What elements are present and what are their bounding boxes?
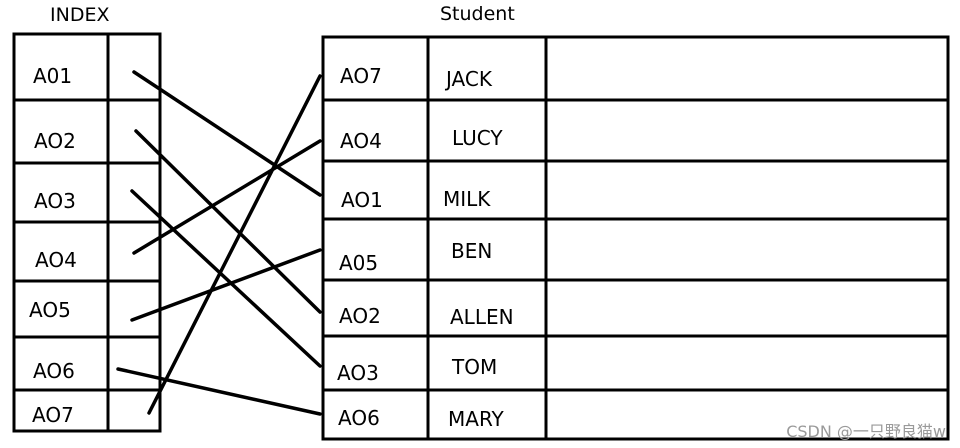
connector-line bbox=[132, 139, 322, 255]
student-name: MARY bbox=[448, 407, 504, 431]
student-id: A05 bbox=[339, 251, 379, 275]
index-key: AO2 bbox=[34, 129, 76, 153]
index-key: AO4 bbox=[35, 248, 77, 272]
student-name: JACK bbox=[446, 67, 492, 91]
index-table-title: INDEX bbox=[50, 4, 110, 26]
student-id: AO6 bbox=[338, 406, 380, 430]
index-key: A01 bbox=[33, 64, 73, 88]
student-table-title: Student bbox=[440, 3, 515, 25]
student-id: AO3 bbox=[337, 361, 379, 385]
index-key: AO7 bbox=[32, 403, 74, 427]
student-table-frame bbox=[321, 35, 950, 441]
connector-line bbox=[134, 129, 322, 314]
index-table-frame bbox=[12, 32, 162, 433]
connector-line bbox=[147, 74, 322, 415]
student-table-border bbox=[321, 35, 950, 441]
connector-line bbox=[130, 189, 322, 368]
student-name: TOM bbox=[452, 355, 498, 379]
index-key: AO3 bbox=[34, 189, 76, 213]
student-id: AO4 bbox=[340, 129, 382, 153]
index-table-border bbox=[12, 32, 162, 433]
student-id: AO1 bbox=[341, 188, 383, 212]
student-name: BEN bbox=[451, 239, 493, 263]
student-id: AO2 bbox=[339, 304, 381, 328]
csdn-watermark: CSDN @一只野良猫w bbox=[786, 422, 946, 441]
student-name: LUCY bbox=[452, 126, 503, 150]
student-name: MILK bbox=[443, 187, 491, 211]
student-id: AO7 bbox=[340, 64, 382, 88]
student-name: ALLEN bbox=[450, 305, 514, 329]
connector-line bbox=[130, 248, 322, 322]
index-key: AO5 bbox=[29, 298, 71, 322]
index-key: AO6 bbox=[33, 359, 75, 383]
connector-line bbox=[116, 367, 322, 416]
connector-line bbox=[132, 70, 322, 197]
pointer-connectors bbox=[116, 70, 322, 416]
